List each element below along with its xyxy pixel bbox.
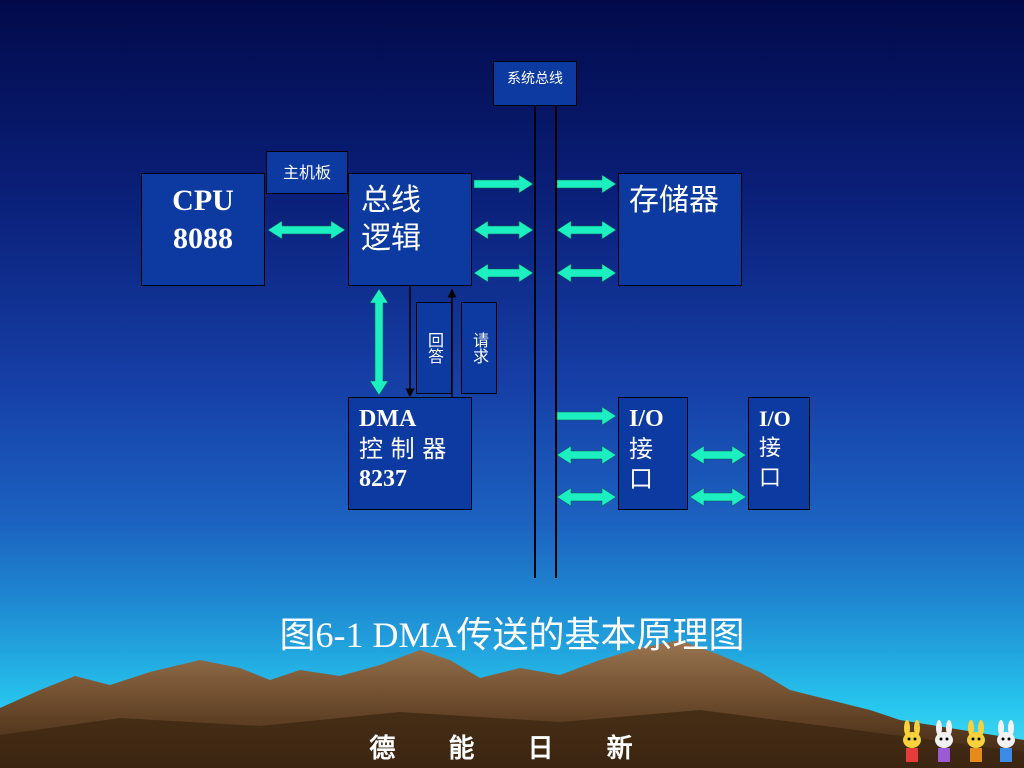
arrow-cpu-buslogic — [267, 220, 346, 240]
arrow-io1-io2-1 — [689, 445, 747, 465]
io1-label: I/O — [629, 406, 664, 432]
bus-logic-box: 总线 逻辑 — [348, 173, 472, 286]
cartoon-mascot-icon — [967, 720, 985, 762]
io2-line2: 接 — [759, 436, 782, 461]
io1-line2: 接 — [629, 435, 653, 463]
cpu-model: 8088 — [173, 222, 233, 255]
arrow-bus-io-3 — [556, 487, 617, 507]
arrow-bus-memory-1 — [556, 174, 617, 194]
io-interface-box-2: I/O 接 口 — [748, 397, 810, 510]
system-bus-label-box: 系统总线 — [493, 61, 577, 106]
cartoon-mascot-icon — [935, 720, 953, 762]
io2-label: I/O — [759, 406, 791, 431]
footer-motto: 德 能 日 新 — [369, 734, 655, 764]
io2-line3: 口 — [759, 466, 782, 491]
arrow-buslogic-bus-1 — [473, 174, 534, 194]
system-bus-label: 系统总线 — [507, 71, 563, 87]
motherboard-label-box: 主机板 — [266, 151, 348, 194]
arrow-bus-io-2 — [556, 445, 617, 465]
bus-logic-line1: 总线 — [361, 183, 421, 218]
arrow-buslogic-dma — [369, 288, 389, 396]
bus-logic-line2: 逻辑 — [361, 221, 421, 256]
arrow-io1-io2-2 — [689, 487, 747, 507]
figure-caption: 图6-1 DMA传送的基本原理图 — [279, 615, 745, 655]
dma-controller-box: DMA 控 制 器 8237 — [348, 397, 472, 510]
cpu-box: CPU 8088 — [141, 173, 265, 286]
ack-label: 回答 — [425, 332, 444, 364]
memory-label: 存储器 — [629, 183, 719, 218]
arrow-buslogic-bus-3 — [473, 263, 534, 283]
cartoon-mascot-icon — [997, 720, 1015, 762]
dma-model: 8237 — [359, 466, 407, 492]
arrow-buslogic-bus-2 — [473, 220, 534, 240]
arrow-bus-memory-3 — [556, 263, 617, 283]
ack-box: 回答 — [416, 302, 452, 394]
memory-box: 存储器 — [618, 173, 742, 286]
io1-line3: 口 — [629, 465, 653, 493]
request-box: 请求 — [461, 302, 497, 394]
cartoon-mascot-icon — [903, 720, 921, 762]
request-label: 请求 — [470, 332, 489, 364]
dma-label: DMA — [359, 406, 417, 432]
arrow-bus-io-1 — [556, 406, 617, 426]
motherboard-label: 主机板 — [282, 163, 331, 182]
dma-controller-label: 控 制 器 — [359, 435, 447, 463]
arrow-bus-memory-2 — [556, 220, 617, 240]
io-interface-box-1: I/O 接 口 — [618, 397, 688, 510]
cpu-label: CPU — [172, 184, 234, 217]
